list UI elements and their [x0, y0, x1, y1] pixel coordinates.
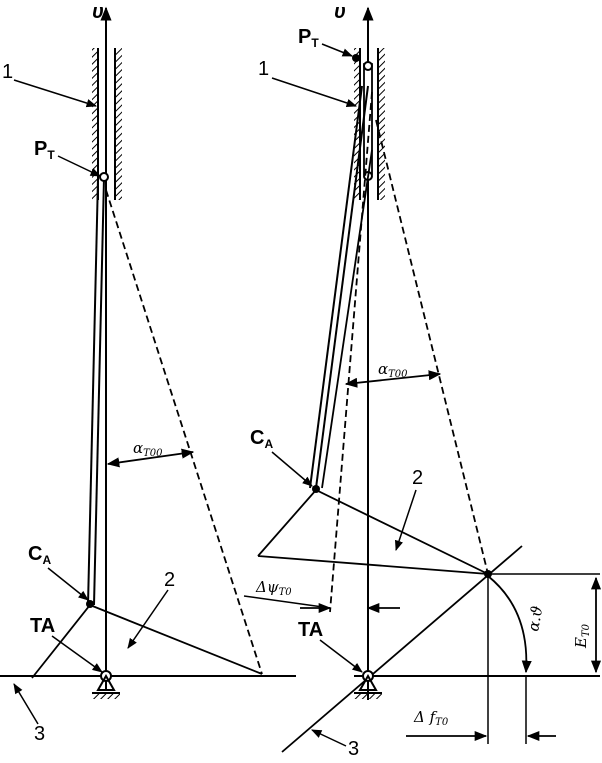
left-callout-3: 3 [34, 723, 45, 745]
left-label-ca: CA [28, 543, 51, 567]
right-callout-1: 1 [258, 58, 269, 80]
left-angle-label: αT00 [133, 439, 163, 459]
right-delta-f-label: Δ fT0 [413, 708, 449, 728]
left-figure: υ αT00 1 PT CA 2 TA [0, 1, 296, 745]
right-dashed-tilted-axis [329, 91, 373, 613]
left-dashed-line [105, 189, 263, 675]
left-guide-hatch-left [92, 48, 98, 200]
left-ca-joint [86, 600, 94, 608]
right-figure: υ αT00 Δ [243, 1, 602, 760]
right-rod-edge-2 [315, 85, 369, 489]
right-angle-label: αT00 [378, 360, 408, 380]
left-label-pt: PT [34, 138, 55, 162]
right-ta-hatch [354, 693, 382, 699]
right-rod-edge-1 [309, 85, 363, 489]
right-axis-label: υ [334, 1, 346, 23]
left-rod-right-edge [93, 177, 105, 606]
right-epsilon-label: ET0 [572, 623, 592, 649]
right-callout-3: 3 [348, 738, 359, 760]
left-pt-joint [99, 172, 109, 182]
right-guide-hatch-right [378, 48, 385, 200]
right-label-pt: PT [298, 26, 319, 50]
right-label-ca: CA [250, 427, 273, 451]
right-delta-psi-ref [243, 595, 331, 609]
right-dashed-line [375, 119, 489, 575]
right-ta-support [358, 673, 378, 691]
right-angle-dimension [344, 370, 442, 388]
right-alpha-arc [487, 575, 532, 674]
left-callout-2: 2 [164, 569, 175, 591]
right-label-ta: TA [298, 619, 323, 641]
right-callout-2: 2 [412, 467, 423, 489]
left-ta-hatch [92, 693, 120, 699]
right-delta-psi-label: ΔψT0 [255, 578, 292, 598]
left-callout-1: 1 [2, 61, 13, 83]
right-diagonal-line [281, 545, 523, 753]
left-rod-left-edge [87, 177, 99, 606]
left-angle-dimension [106, 448, 195, 468]
right-alpha-arc-label: α.ϑ [524, 604, 546, 633]
right-knuckle-outline [257, 488, 489, 575]
left-knuckle-outline [31, 603, 263, 679]
right-ca-joint [312, 485, 320, 493]
left-label-ta: TA [30, 615, 55, 637]
right-pt-joint [352, 54, 360, 62]
left-guide-hatch-right [115, 48, 122, 200]
left-axis-label: υ [92, 1, 104, 23]
left-ta-support [96, 673, 116, 691]
